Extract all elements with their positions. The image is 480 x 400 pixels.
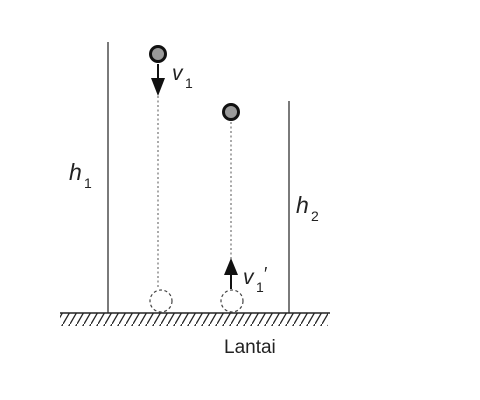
ball-top-2 bbox=[222, 103, 240, 121]
v1-prime-label-main: v bbox=[243, 266, 255, 289]
ball-impact-1 bbox=[149, 289, 173, 313]
v1-label-main: v bbox=[172, 62, 184, 85]
v1-arrow-down bbox=[151, 64, 165, 96]
floor-hatching bbox=[60, 313, 328, 326]
h2-label-sub: 2 bbox=[311, 208, 319, 224]
v1-prime-arrow-up bbox=[224, 258, 238, 289]
h1-label-sub: 1 bbox=[84, 175, 92, 191]
floor-label: Lantai bbox=[224, 337, 276, 358]
ball-impact-2 bbox=[220, 289, 244, 313]
h1-label-main: h bbox=[69, 159, 82, 185]
ball-top-1 bbox=[149, 45, 167, 63]
h2-label-main: h bbox=[296, 192, 309, 218]
v1-prime-label-sub: 1 bbox=[256, 279, 264, 295]
v1-prime-label-prime: ′ bbox=[264, 264, 268, 284]
v1-label-sub: 1 bbox=[185, 75, 193, 91]
